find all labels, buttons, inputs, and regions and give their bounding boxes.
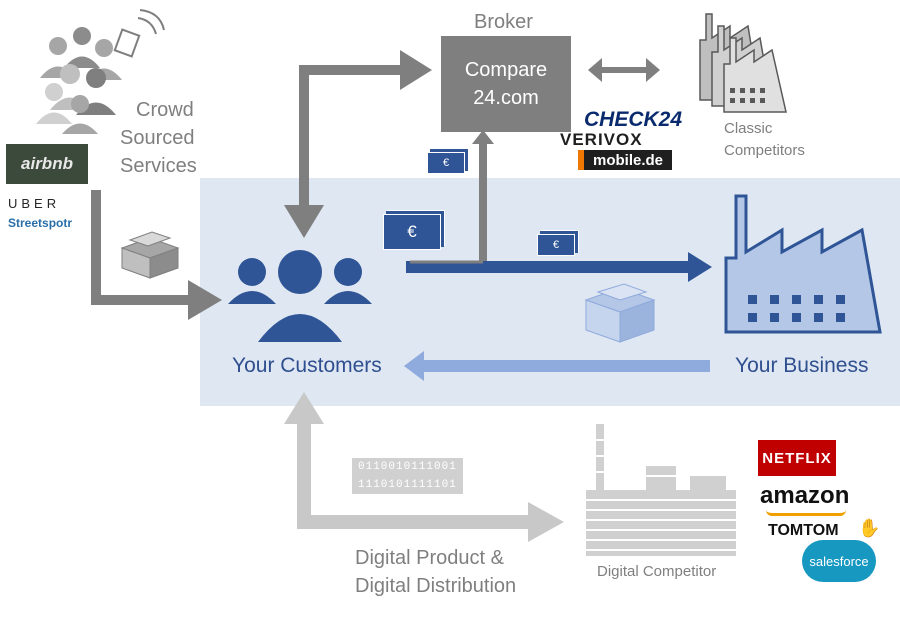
business-factory-icon (724, 194, 882, 334)
binary-line-2: 1110101111101 (358, 479, 457, 491)
amazon-smile-icon (766, 510, 846, 516)
mobile-de-text: mobile.de (592, 151, 663, 169)
factory-windows (748, 295, 845, 322)
classic-competitor-factory-icon (699, 13, 787, 113)
crowd-line-2: Sourced (120, 127, 195, 149)
netflix-logo: NETFLIX (758, 440, 836, 476)
crowd-line-3: Services (120, 155, 197, 177)
euro-symbol: € (442, 157, 450, 169)
your-business-label: Your Business (735, 354, 869, 377)
classic-line-2: Competitors (724, 142, 805, 159)
euro-note-large: € (383, 214, 441, 250)
tomtom-logo: TOMTOM (768, 522, 839, 539)
skyline-stripes (586, 439, 736, 551)
crowd-arrowhead (188, 280, 222, 320)
compare-line-1: Compare (464, 59, 548, 81)
satellite-icon (113, 9, 165, 58)
mobile-de-logo: mobile.de (578, 150, 672, 170)
digital-product-label: Digital Product & Digital Distribution (355, 544, 516, 600)
broker-classic-right-head (646, 58, 660, 82)
money-flow-bar (406, 261, 690, 273)
parcel-box-blue-icon (584, 283, 656, 343)
compare24-box: Compare 24.com (441, 36, 571, 132)
airbnb-logo-text: airbnb (21, 154, 73, 173)
salesforce-logo: salesforce (802, 540, 876, 582)
classic-competitors-label: Classic Competitors (724, 118, 805, 162)
binary-line-1: 0110010111001 (358, 461, 457, 473)
amazon-logo: amazon (760, 482, 850, 509)
crowd-people-icon (36, 27, 122, 134)
euro-symbol: € (552, 239, 560, 251)
digital-line-1: Digital Product & (355, 547, 504, 569)
uber-logo: UBER (8, 196, 61, 211)
digital-line-2: Digital Distribution (355, 575, 517, 597)
check24-logo: CHECK24 (584, 108, 683, 131)
streetspotr-logo: Streetspotr (8, 216, 73, 230)
crowd-to-customers-arrow (91, 190, 190, 305)
broker-arrowhead (400, 50, 432, 90)
digital-flow-arrow (297, 420, 530, 529)
digital-competitor-label: Digital Competitor (597, 563, 717, 580)
compare-line-2: 24.com (473, 87, 539, 109)
euro-note-small-1: € (427, 152, 465, 174)
digital-up-head (284, 392, 324, 424)
salesforce-text: salesforce (809, 553, 869, 569)
binary-data-block: 0110010111001 1110101111101 (352, 458, 463, 494)
netflix-text: NETFLIX (762, 449, 832, 467)
euro-symbol: € (407, 222, 417, 241)
product-flow-head (404, 351, 424, 381)
crowd-sourced-label: Crowd Sourced Services (120, 96, 197, 180)
customers-arrowhead (284, 205, 324, 238)
crowd-line-1: Crowd (136, 99, 194, 121)
digital-right-head (528, 502, 564, 542)
money-flow-head (688, 252, 712, 282)
verivox-logo: VERIVOX (560, 130, 643, 149)
airbnb-logo: airbnb (6, 144, 88, 184)
your-customers-label: Your Customers (232, 354, 382, 377)
classic-factory-windows (730, 88, 765, 103)
broker-classic-left-head (588, 58, 602, 82)
parcel-box-grey-icon (120, 231, 180, 279)
broker-label: Broker (474, 11, 533, 33)
euro-note-small-2: € (537, 234, 575, 256)
customers-to-broker-arrow (299, 65, 405, 210)
classic-line-1: Classic (724, 120, 773, 137)
product-flow-bar (420, 360, 710, 372)
customers-icon (228, 250, 372, 342)
broker-commission-head (472, 130, 494, 144)
tomtom-hand-icon: ✋ (858, 518, 881, 538)
digital-competitor-skyline-icon (586, 424, 736, 556)
